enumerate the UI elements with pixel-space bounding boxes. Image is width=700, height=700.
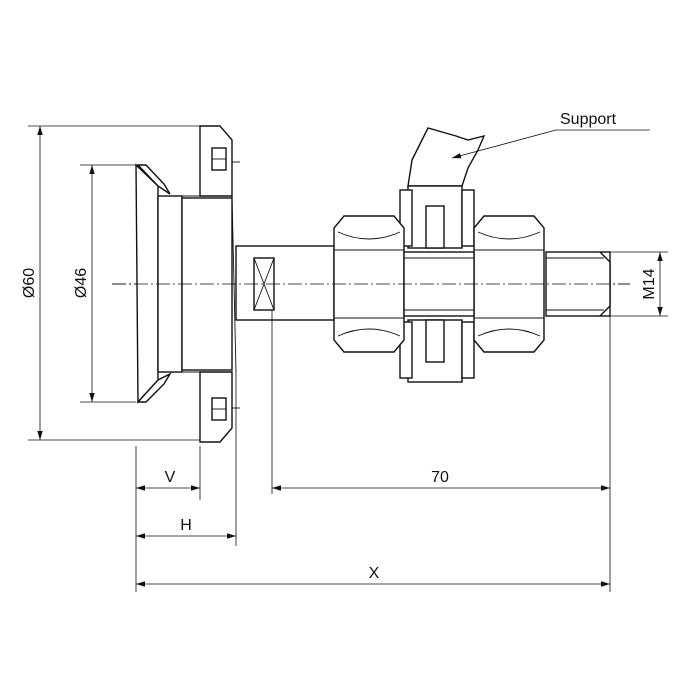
dimension-h: H <box>136 517 236 539</box>
dim-70-label: 70 <box>431 469 449 486</box>
support-bracket <box>407 127 486 383</box>
dim-x-label: X <box>369 565 380 582</box>
diameter-46-label: Ø46 <box>73 268 90 298</box>
threaded-spindle <box>235 245 611 321</box>
dimension-thread-m14: M14 <box>610 251 668 317</box>
dim-v-label: V <box>165 469 176 486</box>
leveling-foot-cup <box>135 163 237 404</box>
dim-h-label: H <box>180 517 192 534</box>
dimension-x: X <box>136 565 610 587</box>
extension-lines <box>135 310 611 592</box>
dimension-diameter-46: Ø46 <box>73 164 136 403</box>
dimension-70: 70 <box>272 469 610 491</box>
washers <box>399 189 475 379</box>
diameter-60-label: Ø60 <box>21 268 38 298</box>
support-callout: Support <box>451 111 650 159</box>
support-label: Support <box>560 111 617 128</box>
dimension-v: V <box>136 469 200 491</box>
dimension-diameter-60: Ø60 <box>21 125 200 441</box>
hex-nut-left <box>333 215 405 353</box>
thread-m14-label: M14 <box>641 268 658 299</box>
